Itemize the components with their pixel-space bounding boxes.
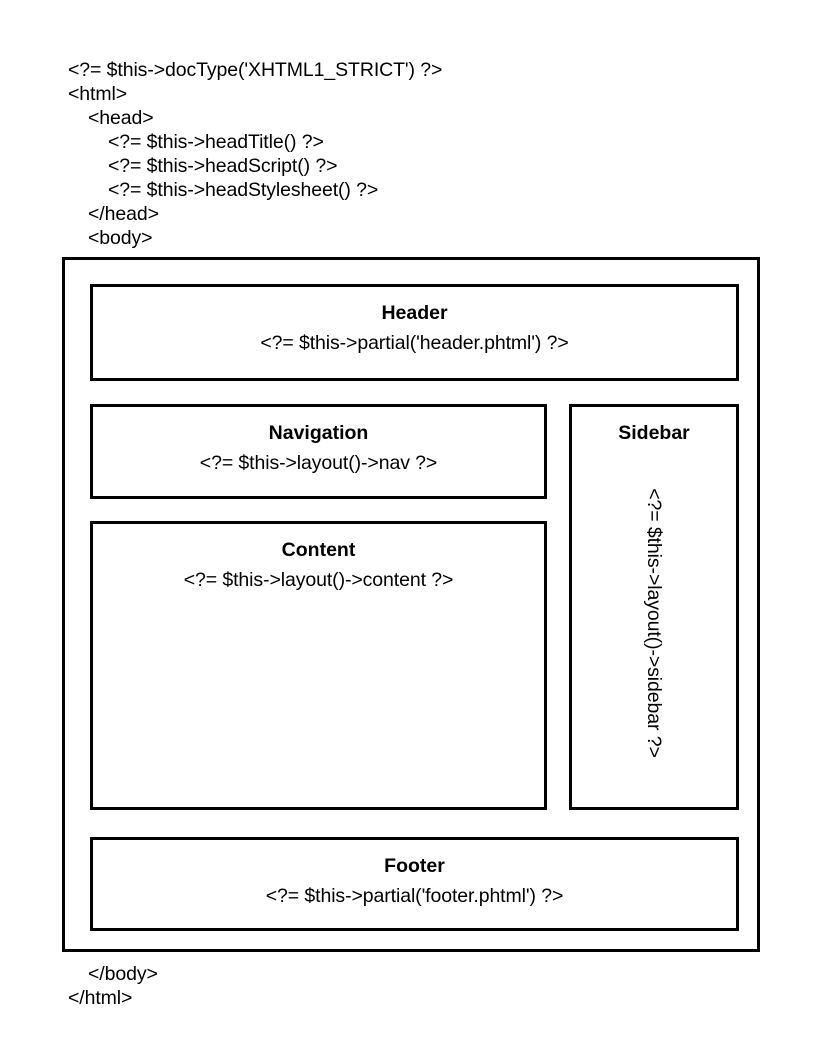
region-header-title: Header [381,302,448,324]
top-code-block: <?= $this->docType('XHTML1_STRICT') ?> <… [68,58,728,250]
region-sidebar-code: <?= $this->layout()->sidebar ?> [643,488,665,758]
region-footer-code: <?= $this->partial('footer.phtml') ?> [265,885,564,907]
region-sidebar: Sidebar <?= $this->layout()->sidebar ?> [569,404,739,810]
region-header-code: <?= $this->partial('header.phtml') ?> [260,332,569,354]
code-line-body-open: <body> [88,227,153,249]
code-line-html-close: </html> [68,987,133,1009]
code-line-head-open: <head> [88,107,154,129]
region-sidebar-title: Sidebar [618,422,690,444]
code-line-doctype: <?= $this->docType('XHTML1_STRICT') ?> [68,59,443,81]
code-line-head-stylesheet: <?= $this->headStylesheet() ?> [108,179,379,201]
code-line-head-title: <?= $this->headTitle() ?> [108,131,324,153]
code-line-body-close: </body> [88,963,158,985]
region-navigation-code: <?= $this->layout()->nav ?> [199,452,438,474]
region-content-title: Content [281,539,356,561]
code-line-html-open: <html> [68,83,128,105]
region-content: Content <?= $this->layout()->content ?> [90,521,547,810]
code-line-head-close: </head> [88,203,159,225]
region-navigation: Navigation <?= $this->layout()->nav ?> [90,404,547,499]
region-content-code: <?= $this->layout()->content ?> [183,569,454,591]
body-frame: Header <?= $this->partial('header.phtml'… [62,257,760,952]
region-navigation-title: Navigation [268,422,369,444]
region-header: Header <?= $this->partial('header.phtml'… [90,284,739,381]
code-line-head-script: <?= $this->headScript() ?> [108,155,338,177]
region-footer: Footer <?= $this->partial('footer.phtml'… [90,837,739,931]
region-sidebar-code-wrapper: <?= $this->layout()->sidebar ?> [572,463,736,803]
region-footer-title: Footer [384,855,445,877]
bottom-code-block: </body> </html> [68,962,728,1010]
